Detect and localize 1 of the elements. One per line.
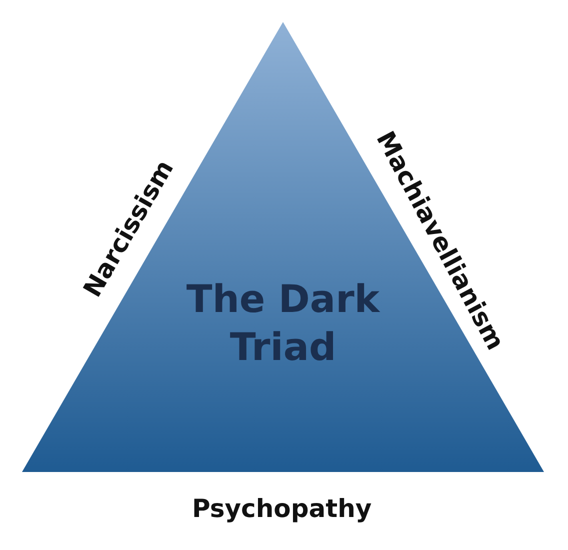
side-label: Psychopathy xyxy=(192,494,372,522)
